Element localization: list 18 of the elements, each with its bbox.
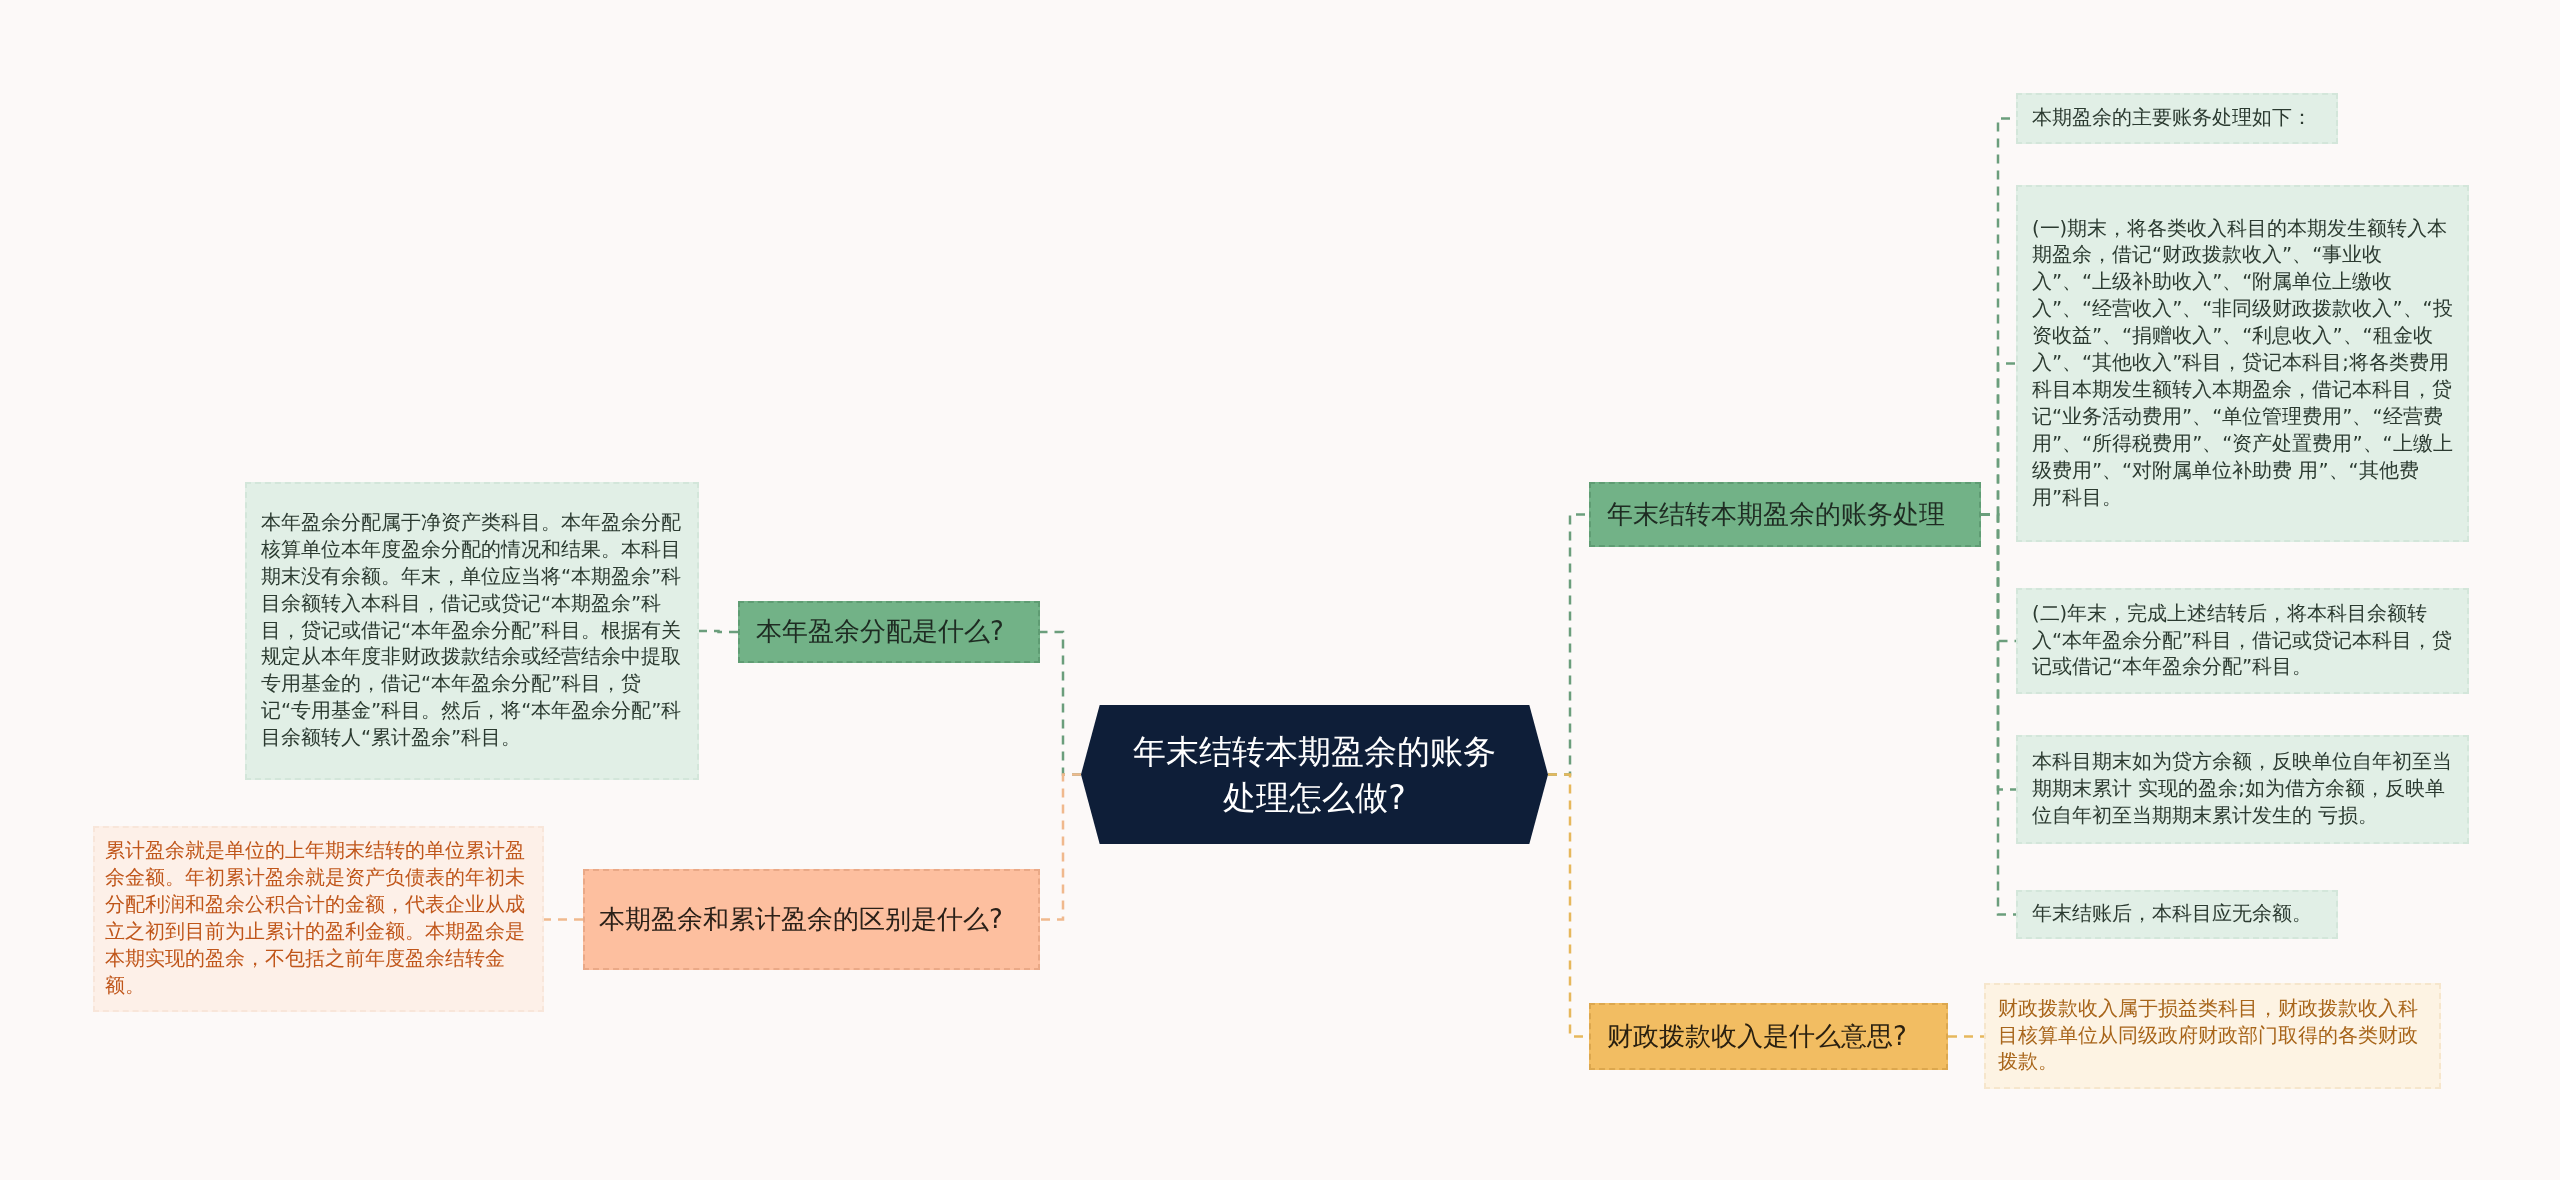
note-box: 本年盈余分配属于净资产类科目。本年盈余分配核算单位本年度盈余分配的情况和结果。本科目期末没有余额。年末，单位应当将“本期盈余”科目余额转入本科目，借记或贷记“本期盈余”科目，贷记或借记“本年盈余分配”科目。根据有关规定从本年度非财政拨款结余或经营结余中提取专用基金的，借记“本年盈余分配”科目，贷记“专用基金”科目。然后，将“本年盈余分配”科目余额转人“累计盈余”科目。 xyxy=(245,482,699,780)
central-topic: 年末结转本期盈余的账务处理怎么做? xyxy=(1081,705,1548,844)
note-box: 本期盈余的主要账务处理如下： xyxy=(2016,93,2338,144)
topic-box: 年末结转本期盈余的账务处理 xyxy=(1589,482,1981,547)
note-box: 累计盈余就是单位的上年期末结转的单位累计盈余金额。年初累计盈余就是资产负债表的年初未分配利润和盈余公积合计的金额，代表企业从成立之初到目前为止累计的盈利金额。本期盈余是本期实现的盈余，不包括之前年度盈余结转金额。 xyxy=(93,826,544,1012)
topic-box: 本年盈余分配是什么? xyxy=(738,601,1040,663)
connector xyxy=(1040,773,1081,921)
connector xyxy=(1981,513,2016,916)
note-box: 年末结账后，本科目应无余额。 xyxy=(2016,890,2338,939)
note-box: (二)年末，完成上述结转后，将本科目余额转入“本年盈余分配”科目，借记或贷记本科目，贷记或借记“本年盈余分配”科目。 xyxy=(2016,588,2469,694)
topic-box: 财政拨款收入是什么意思? xyxy=(1589,1003,1948,1070)
note-box: 本科目期末如为贷方余额，反映单位自年初至当期期末累计 实现的盈余;如为借方余额，反映单位自年初至当期期末累计发生的 亏损。 xyxy=(2016,735,2469,844)
connector xyxy=(1948,1035,1984,1038)
connector xyxy=(699,629,738,634)
note-box: (一)期末，将各类收入科目的本期发生额转入本期盈余，借记“财政拨款收入”、“事业收入”、“上级补助收入”、“附属单位上缴收入”、“经营收入”、“非同级财政拨款收入”、“投资收益”、“捐赠收入”、“利息收入”、“租金收入”、“其他收入”科目，贷记本科目;将各类费用科目本期发生额转入本期盈余，借记本科目，贷记“业务活动费用”、“单位管理费用”、“经营费用”、“所得税费用”、“资产处置费用”、“上缴上级费用”、“对附属单位补助费 用”、“其他费用”科目。 xyxy=(2016,185,2469,542)
topic-box: 本期盈余和累计盈余的区别是什么? xyxy=(583,869,1040,970)
connector xyxy=(544,918,583,921)
note-box: 财政拨款收入属于损益类科目，财政拨款收入科目核算单位从同级政府财政部门取得的各类财政拨款。 xyxy=(1984,983,2441,1089)
